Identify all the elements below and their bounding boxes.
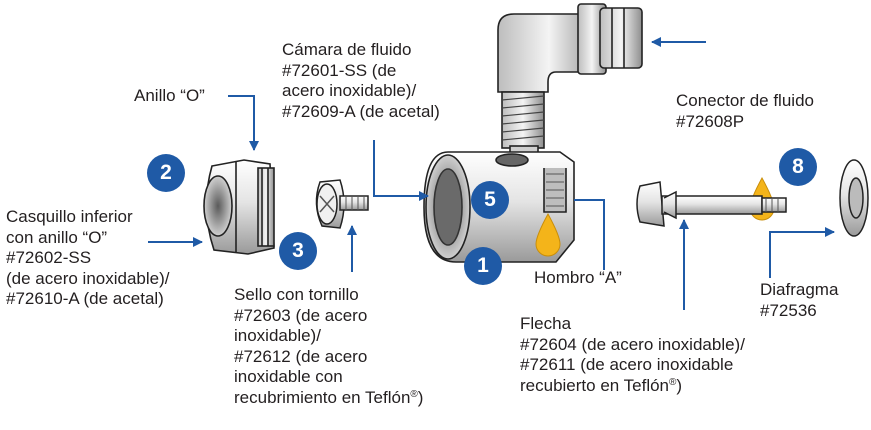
highlight-drop-1 (535, 212, 561, 257)
part-number-badge: 5 (471, 181, 509, 219)
fluid-connector-label: Conector de fluido #72608P (676, 91, 814, 131)
fluid-connector-part (497, 3, 643, 157)
part-number-badge: 3 (279, 232, 317, 270)
shoulder-label: Hombro “A” (534, 268, 622, 287)
fluid-chamber-part (423, 151, 575, 263)
seal-screw-label: Sello con tornillo #72603 (de acero inox… (234, 285, 424, 407)
diaphragm-part (839, 159, 869, 237)
part-number-badge: 2 (147, 154, 185, 192)
part-number-badge: 1 (464, 247, 502, 285)
seal-screw-part (315, 179, 369, 229)
shaft-label: Flecha #72604 (de acero inoxidable)/ #72… (520, 314, 745, 395)
diaphragm-label: Diafragma #72536 (760, 280, 839, 320)
shaft-part (636, 181, 787, 227)
leader-lines (148, 37, 835, 310)
lower-bushing-part (203, 159, 275, 255)
lower-bushing-label: Casquillo inferior con anillo “O” #72602… (6, 207, 170, 308)
fluid-chamber-label: Cámara de fluido #72601-SS (de acero ino… (282, 40, 440, 121)
o-ring-label: Anillo “O” (134, 86, 205, 105)
part-number-badge: 8 (779, 148, 817, 186)
